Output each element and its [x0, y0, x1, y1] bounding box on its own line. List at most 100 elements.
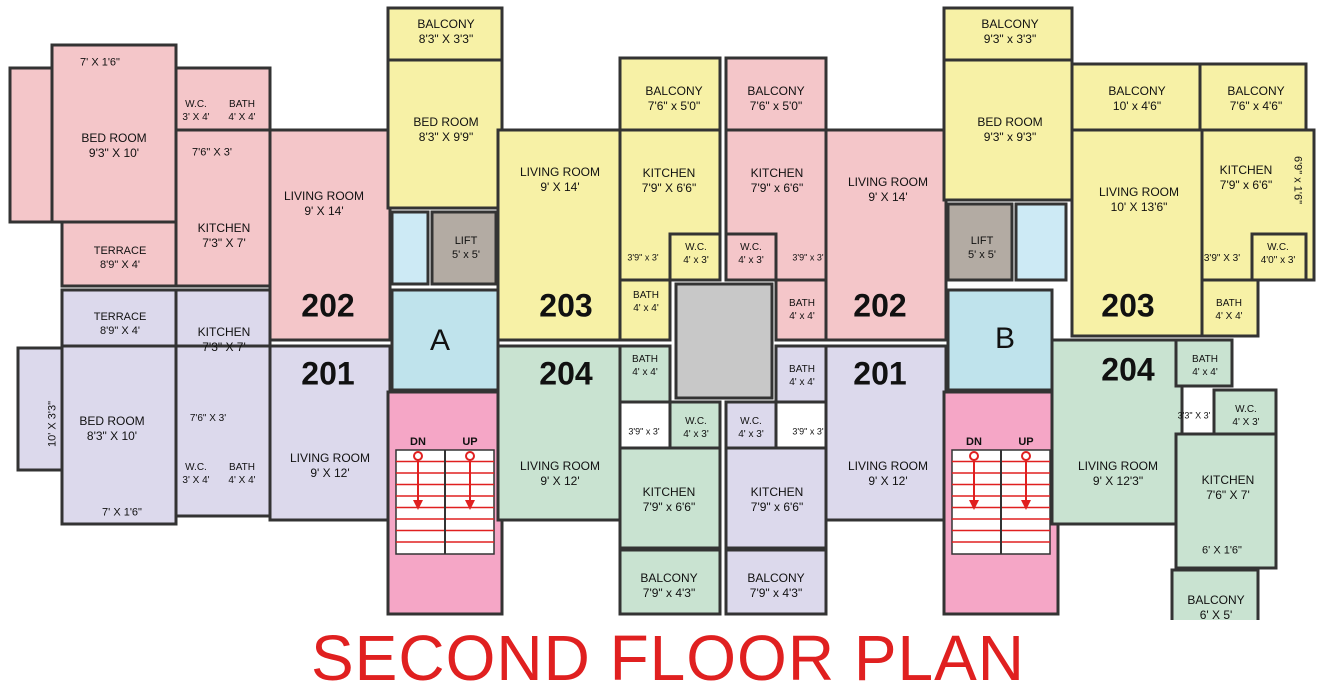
room-label: W.C. 4' X 3'	[1232, 404, 1259, 428]
room-zone	[174, 288, 272, 348]
room-zone	[60, 344, 178, 526]
room-name: TERRACE	[94, 311, 147, 323]
flat-number: 203	[1101, 287, 1154, 323]
room-zone	[1170, 568, 1260, 620]
room-zone	[724, 446, 828, 550]
room-zone	[618, 56, 722, 132]
room-zone	[268, 128, 392, 342]
room-size: 7' X 1'6"	[80, 57, 120, 69]
room-name: BALCONY	[747, 84, 804, 98]
room-size: 4' x 3'	[738, 255, 764, 266]
room-size: 7'6" x 4'6"	[1230, 99, 1282, 113]
room-name: BATH	[1192, 354, 1218, 365]
room-name: LIFT	[455, 235, 478, 247]
room-name: BATH	[229, 99, 255, 110]
room-size: 5' x 5'	[452, 249, 480, 261]
room-size: 10' X 3'3"	[47, 401, 59, 447]
room-name: KITCHEN	[1220, 163, 1273, 177]
room-size: 9' X 14'	[868, 190, 907, 204]
room-size: 3'9" x 3'	[792, 253, 823, 263]
flat-number: 202	[853, 287, 906, 323]
room-label: 7' X 1'6"	[80, 57, 120, 69]
room-zone	[618, 548, 722, 616]
room-zone	[724, 232, 778, 282]
room-name: BED ROOM	[413, 115, 478, 129]
room-name: KITCHEN	[643, 166, 696, 180]
stair-down-label: DN	[966, 436, 982, 448]
room-zone	[774, 344, 828, 404]
room-zone	[1200, 278, 1260, 338]
room-size: 9'3" x 3'3"	[984, 32, 1036, 46]
room-label: 6' X 1'6"	[1202, 545, 1242, 557]
flat-number: 201	[853, 355, 906, 391]
room-size: 4'0" x 3'	[1261, 255, 1296, 266]
room-zone	[1014, 202, 1068, 282]
room-size: 5' x 5'	[968, 249, 996, 261]
room-zone	[386, 58, 504, 210]
room-name: KITCHEN	[198, 325, 251, 339]
room-size: 9' X 14'	[304, 204, 343, 218]
room-size: 9' X 14'	[540, 180, 579, 194]
room-fills	[8, 6, 1316, 620]
stair-arrow-head	[969, 500, 979, 510]
room-label: W.C.4' x 3'	[683, 242, 709, 266]
stair-up-label: UP	[462, 436, 477, 448]
room-size: 9' X 12'	[540, 474, 579, 488]
room-name: BALCONY	[645, 84, 702, 98]
wing-label: A	[430, 324, 450, 357]
room-name: W.C.	[1235, 404, 1257, 415]
room-name: LIVING ROOM	[1078, 459, 1158, 473]
room-zone	[430, 210, 498, 286]
room-name: BALCONY	[1108, 84, 1165, 98]
room-zone	[390, 288, 500, 392]
room-size: 7'9" x 4'3"	[643, 586, 695, 600]
room-label: 3'9" X 3'	[1204, 253, 1240, 264]
room-zone	[824, 128, 948, 342]
room-name: W.C.	[740, 416, 762, 427]
room-name: BATH	[229, 462, 255, 473]
room-size: 7'6" x 5'0"	[750, 99, 802, 113]
stair-arrow-head	[1021, 500, 1031, 510]
room-name: LIVING ROOM	[284, 189, 364, 203]
room-size: 4' X 4'	[1215, 311, 1242, 322]
room-label: 7'6" X 3'	[190, 413, 226, 424]
room-size: 8'3" X 3'3"	[419, 32, 473, 46]
room-size: 3'9" X 3'	[1204, 253, 1240, 264]
stair-up-label: UP	[1018, 436, 1033, 448]
room-size: 10' x 4'6"	[1113, 99, 1161, 113]
room-size: 3' X 4'	[182, 112, 209, 123]
room-name: BALCONY	[981, 17, 1038, 31]
room-size: 3'9" x 3'	[628, 427, 659, 437]
room-label: LIFT 5' x 5'	[452, 235, 480, 261]
room-size: 4' X 3'	[1232, 417, 1259, 428]
room-name: LIVING ROOM	[290, 451, 370, 465]
room-zone	[268, 344, 392, 522]
room-size: 3' X 4'	[182, 475, 209, 486]
room-name: KITCHEN	[198, 221, 251, 235]
room-zone	[724, 56, 828, 132]
room-size: 3'9" x 3'	[627, 253, 658, 263]
stair-arrow-head	[413, 500, 423, 510]
room-size: 9' X 12'	[310, 466, 349, 480]
room-name: W.C.	[1267, 242, 1289, 253]
